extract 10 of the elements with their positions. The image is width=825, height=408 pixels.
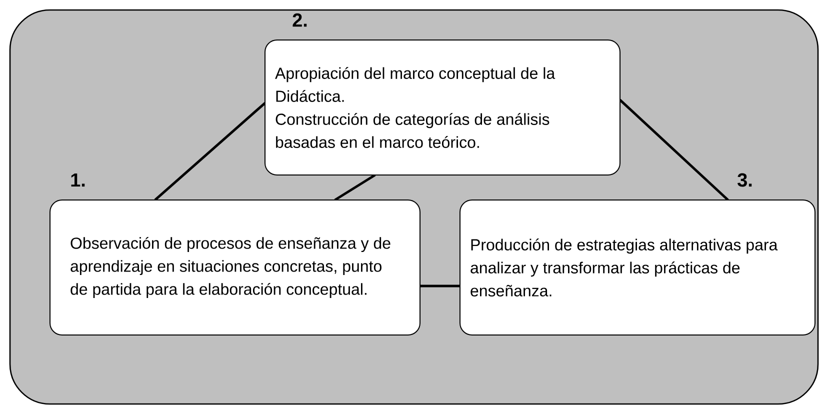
step-number: 1. <box>71 173 85 187</box>
connector-line <box>619 98 729 201</box>
connector-line <box>420 284 460 288</box>
text-box: Producción de estrategias alternativas para analizar y transformar las prácticas de enseñanza. <box>460 200 816 336</box>
text-box: Apropiación del marco conceptual de la Didáctica. Construcción de categorías de análisis basadas en el marco teórico. <box>264 40 620 176</box>
connector-line <box>154 102 266 201</box>
step-number: 2. <box>292 13 307 27</box>
text-box: Observación de procesos de enseñanza y de aprendizaje en situaciones concretas, punto de partida para la elaboración conceptual. <box>50 200 420 336</box>
connector-line <box>334 174 376 202</box>
step-number: 3. <box>738 173 752 187</box>
